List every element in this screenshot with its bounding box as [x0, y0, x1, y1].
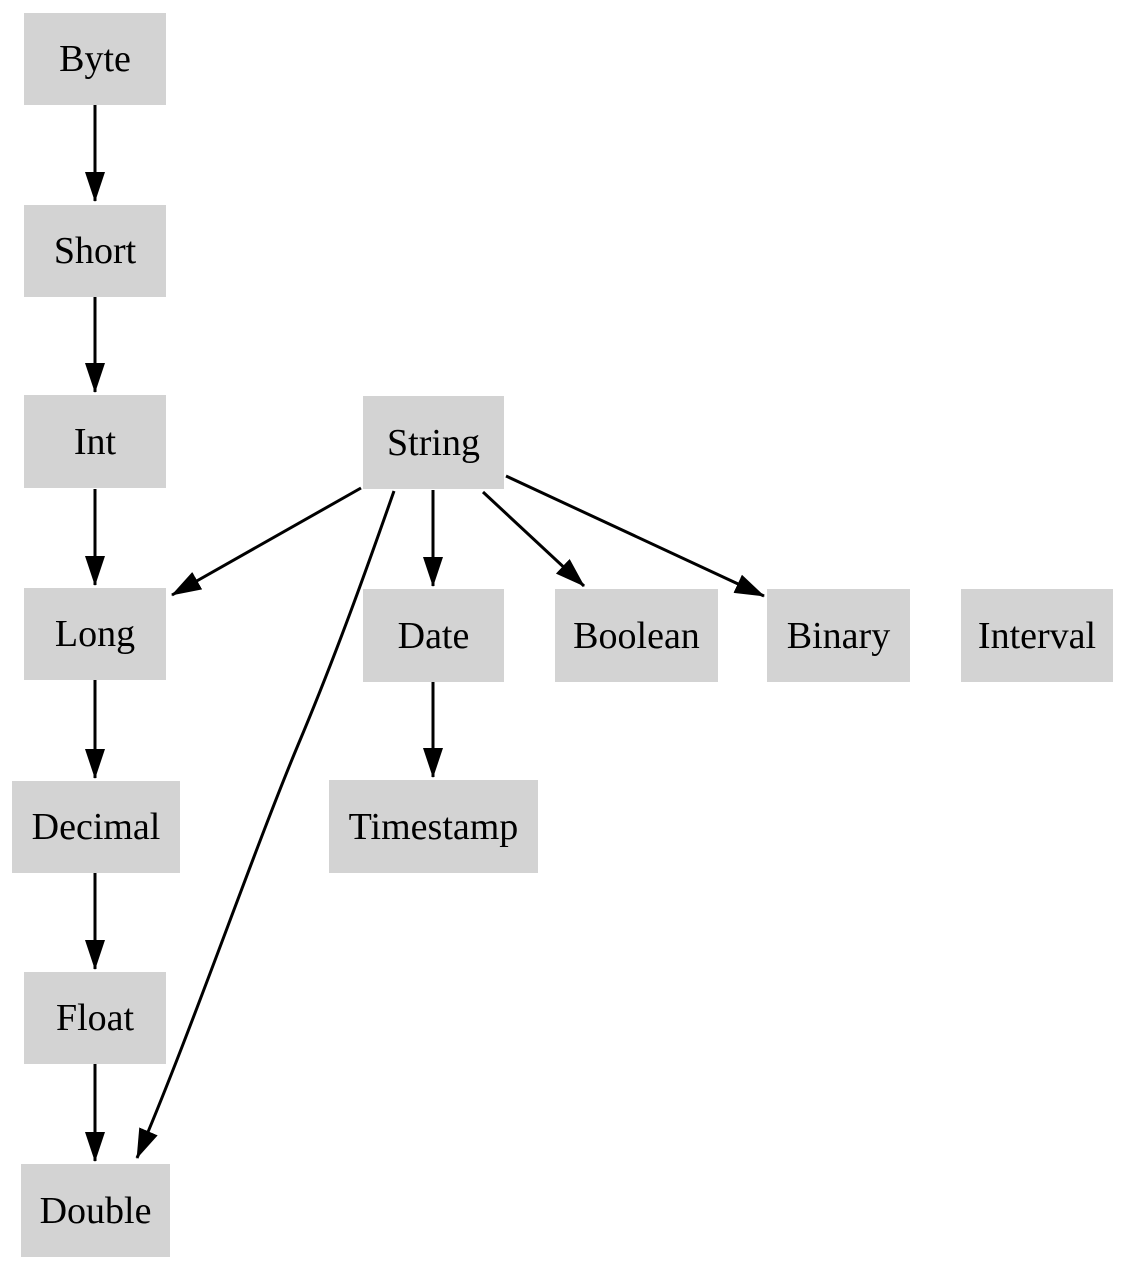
- node-decimal: Decimal: [12, 781, 180, 873]
- node-byte: Byte: [24, 13, 166, 105]
- edge-string-long: [171, 486, 362, 597]
- node-float: Float: [24, 972, 166, 1064]
- node-long: Long: [24, 588, 166, 680]
- node-interval: Interval: [961, 589, 1113, 682]
- node-timestamp: Timestamp: [329, 780, 538, 873]
- node-string: String: [363, 396, 504, 489]
- node-boolean: Boolean: [555, 589, 718, 682]
- node-int: Int: [24, 395, 166, 488]
- edge-string-binary: [505, 474, 765, 598]
- edge-string-boolean: [481, 490, 586, 588]
- node-double: Double: [21, 1164, 170, 1257]
- node-short: Short: [24, 205, 166, 297]
- node-binary: Binary: [767, 589, 910, 682]
- node-date: Date: [363, 589, 504, 682]
